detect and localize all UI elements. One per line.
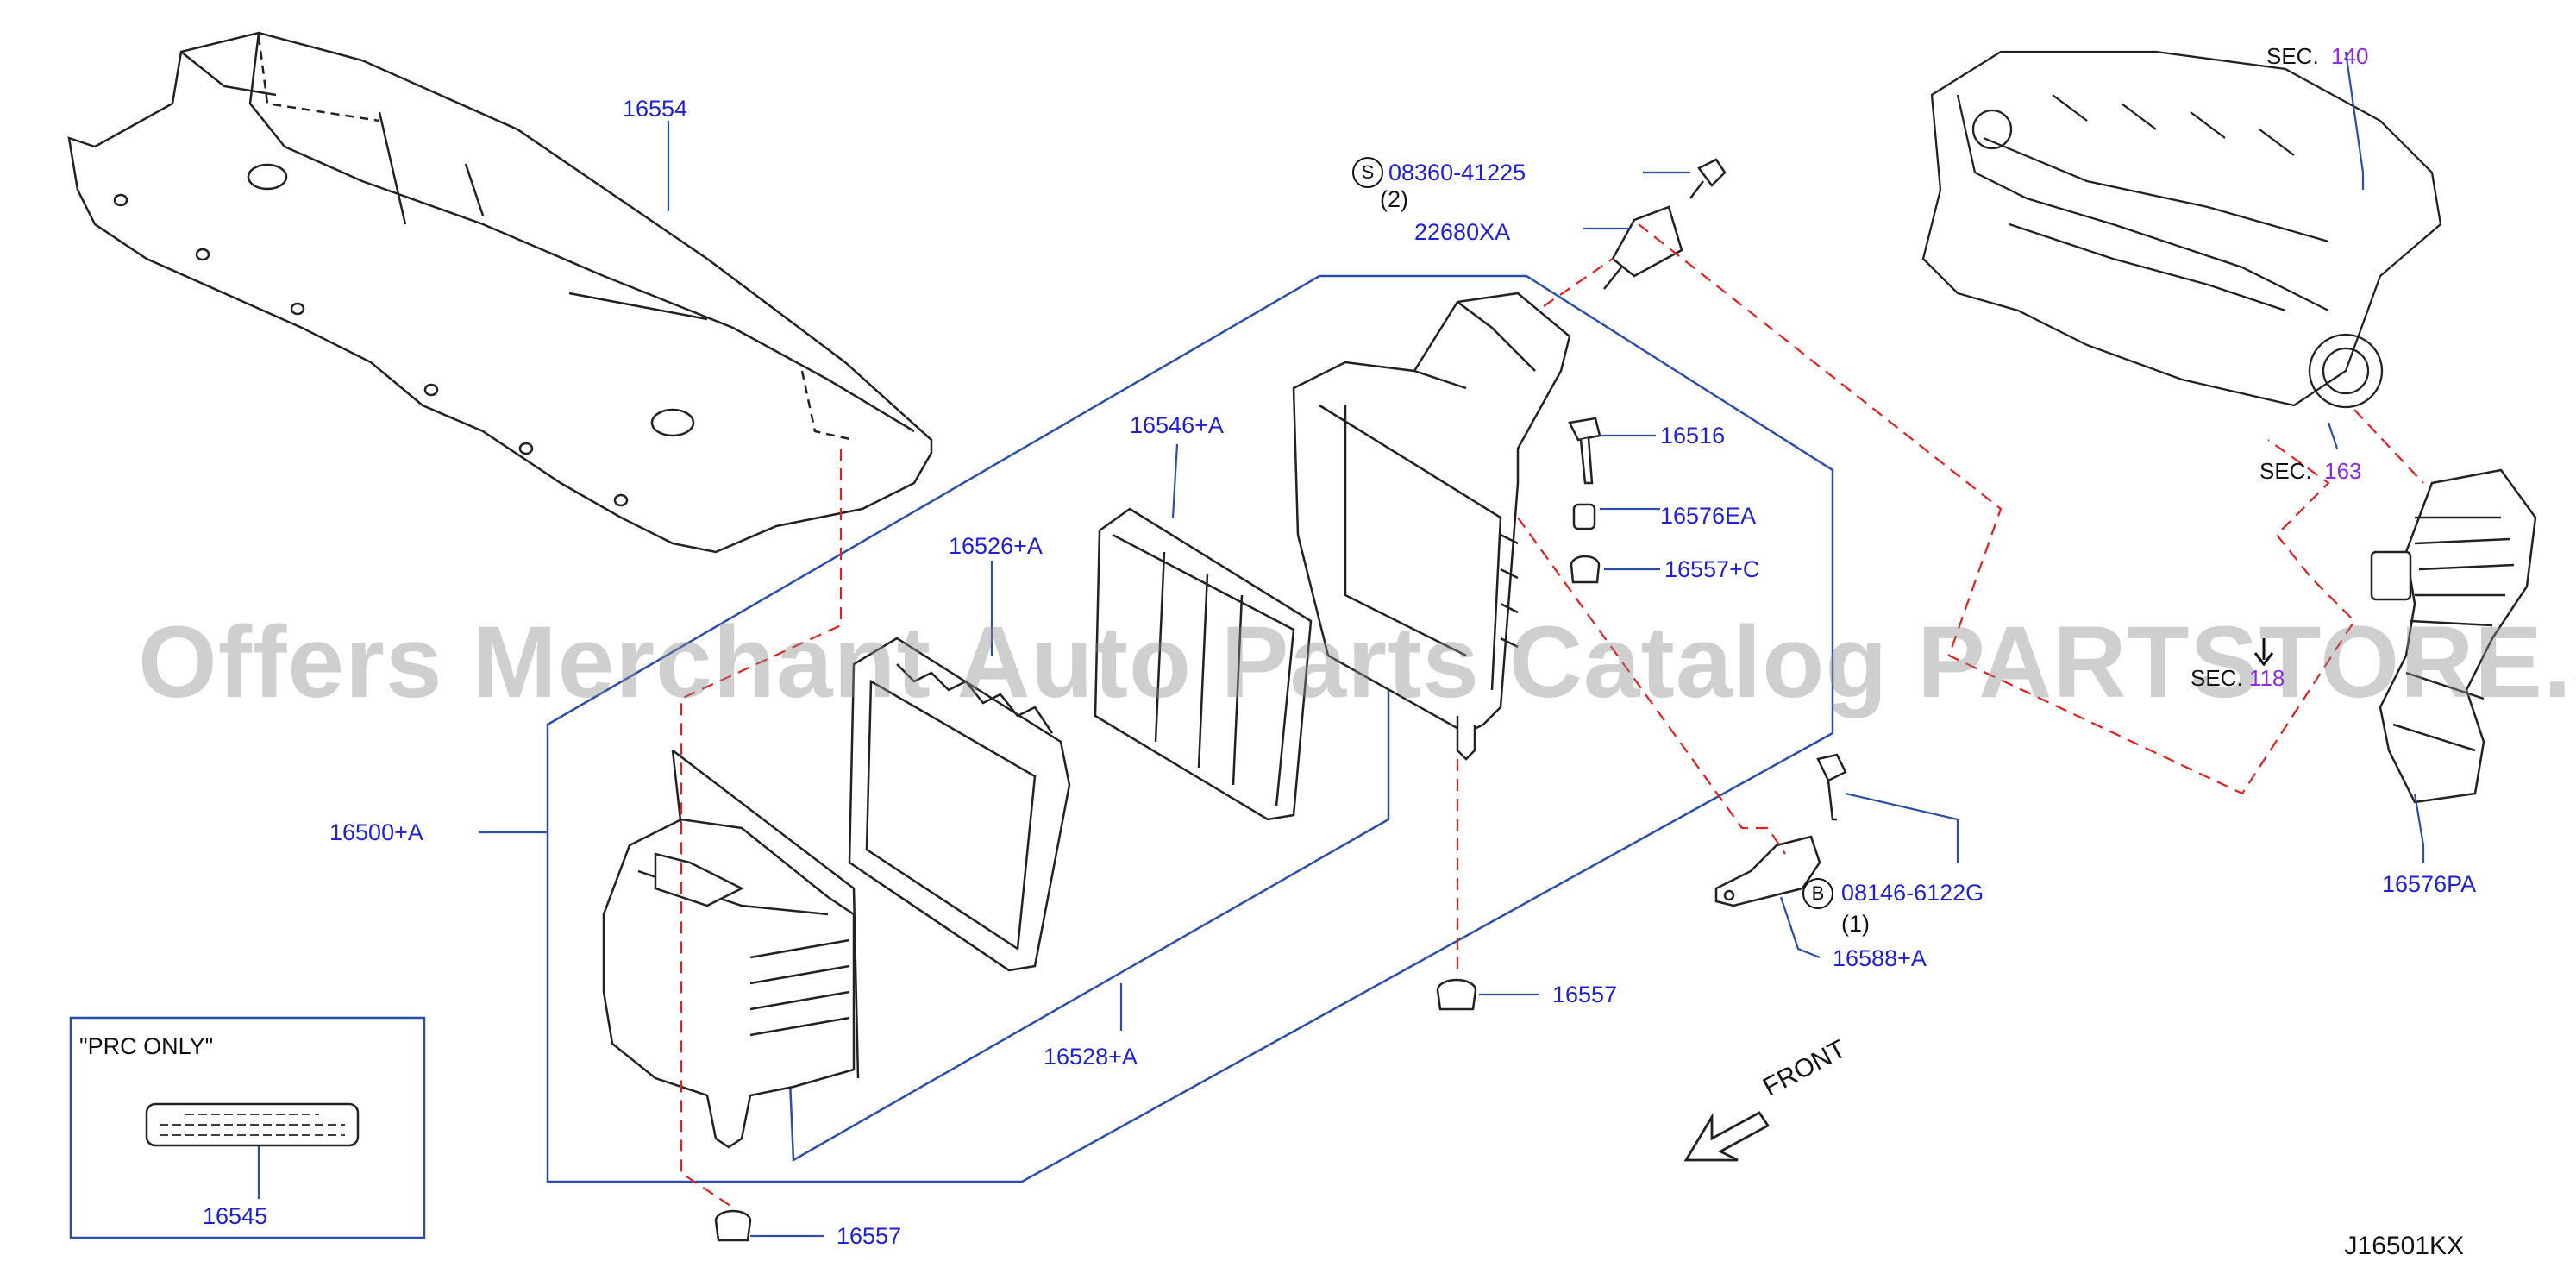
section-ref-163[interactable]: SEC. 163 xyxy=(2259,460,2362,482)
section-number: 140 xyxy=(2331,43,2369,69)
label-16557-bottom[interactable]: 16557 xyxy=(837,1223,902,1249)
mount-parts xyxy=(1568,417,1601,584)
section-ref-140[interactable]: SEC. 140 xyxy=(2266,45,2369,67)
inset-title: "PRC ONLY" xyxy=(79,1033,214,1059)
section-prefix: SEC. xyxy=(2259,458,2312,484)
label-16546a[interactable]: 16546+A xyxy=(1130,412,1224,438)
label-16500a[interactable]: 16500+A xyxy=(329,819,423,845)
grommets-16557 xyxy=(714,978,1477,1242)
label-16528a[interactable]: 16528+A xyxy=(1044,1044,1138,1070)
section-prefix: SEC. xyxy=(2191,665,2243,691)
label-16557-middle[interactable]: 16557 xyxy=(1552,982,1618,1007)
filter-frame-16526a xyxy=(848,637,1071,972)
label-16576pa[interactable]: 16576PA xyxy=(2382,871,2477,897)
intake-duct-16576pa xyxy=(2370,468,2537,804)
label-16545[interactable]: 16545 xyxy=(203,1203,268,1229)
airflow-sensor-22680xa xyxy=(1603,158,1727,290)
label-16588a[interactable]: 16588+A xyxy=(1833,945,1927,971)
leader-lines xyxy=(257,51,2425,1238)
filter-element-16546a xyxy=(1094,507,1313,821)
air-cleaner-upper-case xyxy=(1292,292,1571,761)
label-16516[interactable]: 16516 xyxy=(1660,423,1726,449)
bracket-16588a xyxy=(1714,753,1847,907)
screw-quantity: (2) xyxy=(1380,186,1408,212)
front-arrow xyxy=(1683,1111,1771,1162)
label-16554[interactable]: 16554 xyxy=(623,96,688,122)
bolt-symbol: B xyxy=(1802,878,1833,909)
diagram-code: J16501KX xyxy=(2344,1232,2464,1260)
section-number: 163 xyxy=(2324,458,2362,484)
section-ref-118[interactable]: SEC. 118 xyxy=(2191,667,2285,689)
label-16557c[interactable]: 16557+C xyxy=(1664,556,1760,582)
kit-outline-16500a xyxy=(546,274,1834,1183)
bolt-quantity: (1) xyxy=(1841,911,1870,937)
sec-118-arrow xyxy=(2253,638,2274,667)
section-prefix: SEC. xyxy=(2266,43,2319,69)
label-screw-part[interactable]: 08360-41225 xyxy=(1388,160,1526,185)
prc-only-inset xyxy=(69,1016,426,1239)
label-22680xa[interactable]: 22680XA xyxy=(1414,219,1511,245)
label-16526a[interactable]: 16526+A xyxy=(949,533,1043,559)
air-cleaner-lower-case xyxy=(602,750,860,1149)
intake-manifold xyxy=(1921,50,2442,409)
screw-symbol: S xyxy=(1352,157,1383,188)
label-16576ea[interactable]: 16576EA xyxy=(1660,503,1757,529)
watermark: Offers Merchant Auto Parts Catalog PARTS… xyxy=(138,605,2576,719)
label-bolt-part[interactable]: 08146-6122G xyxy=(1841,880,1984,906)
engine-cover-16554 xyxy=(67,31,933,554)
element-outline-16528a xyxy=(787,690,1390,1163)
section-number: 118 xyxy=(2248,665,2285,691)
dashed-relation-lines xyxy=(680,223,2424,1208)
